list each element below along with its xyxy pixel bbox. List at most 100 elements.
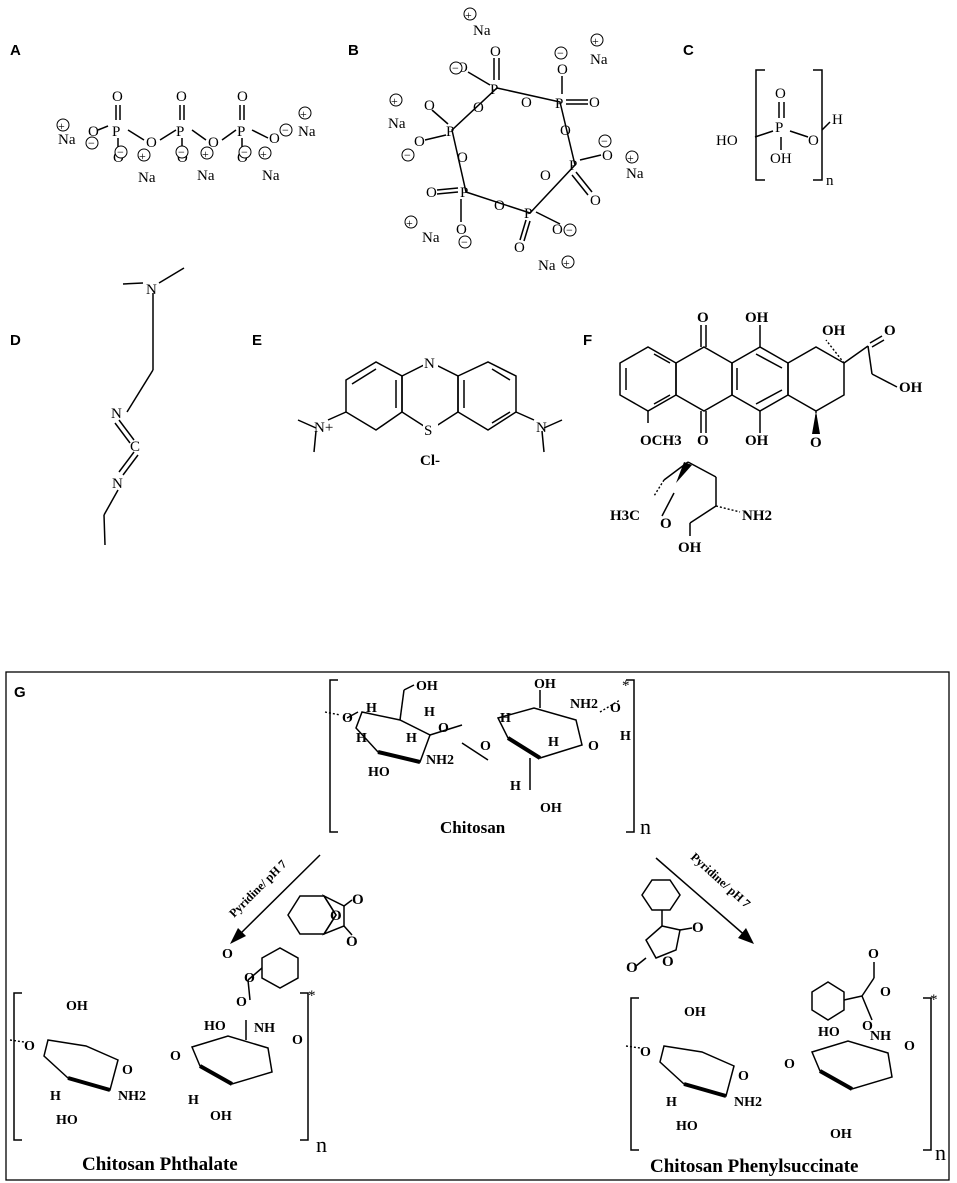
svg-text:O: O	[352, 892, 364, 908]
svg-text:O: O	[784, 1057, 795, 1072]
svg-text:H: H	[620, 729, 631, 744]
svg-text:−: −	[88, 136, 95, 150]
svg-text:Na: Na	[422, 230, 440, 246]
svg-text:H: H	[510, 779, 521, 794]
phenylsuccinate-star: *	[930, 992, 938, 1008]
svg-text:O: O	[610, 701, 621, 716]
structure-b: P P P P P P O O O O O O O O O O O O O O …	[388, 7, 644, 274]
chitosan-structure: O OH H H O H H HO NH2 O OH H NH2 O H O H…	[324, 677, 651, 839]
svg-text:O: O	[122, 1063, 133, 1078]
svg-text:OH: OH	[745, 310, 769, 326]
svg-text:H: H	[188, 1093, 199, 1108]
svg-text:−: −	[178, 145, 185, 159]
svg-text:O: O	[775, 86, 786, 102]
svg-text:H: H	[366, 701, 377, 716]
svg-text:−: −	[461, 235, 468, 249]
svg-text:O: O	[738, 1069, 749, 1084]
svg-text:O: O	[480, 739, 491, 754]
svg-text:O: O	[292, 1033, 303, 1048]
svg-text:H: H	[500, 711, 511, 726]
svg-text:O: O	[426, 185, 437, 201]
svg-text:O: O	[88, 124, 99, 140]
svg-text:−: −	[557, 46, 564, 60]
svg-text:P: P	[460, 185, 468, 201]
structure-c: O P HO O OH H n	[716, 69, 843, 189]
svg-text:O: O	[808, 133, 819, 149]
svg-text:O: O	[490, 44, 501, 60]
svg-text:O: O	[236, 995, 247, 1010]
panel-g-frame	[5, 671, 950, 1181]
svg-text:OH: OH	[678, 540, 702, 556]
chitosan-caption: Chitosan	[440, 818, 506, 837]
panel-label-c: C	[683, 42, 694, 59]
svg-text:−: −	[452, 61, 459, 75]
svg-text:O: O	[473, 100, 484, 116]
svg-text:N: N	[112, 476, 123, 492]
svg-text:O: O	[540, 168, 551, 184]
svg-text:N: N	[111, 406, 122, 422]
panel-label-e: E	[252, 332, 262, 349]
svg-text:P: P	[446, 124, 454, 140]
svg-text:Na: Na	[626, 166, 644, 182]
svg-text:P: P	[569, 158, 577, 174]
svg-text:HO: HO	[204, 1019, 226, 1034]
svg-text:O: O	[662, 954, 674, 970]
svg-text:+: +	[406, 216, 413, 230]
panel-label-d: D	[10, 332, 21, 349]
phthalate-star: *	[308, 988, 316, 1004]
svg-text:−: −	[117, 145, 124, 159]
svg-text:O: O	[170, 1049, 181, 1064]
svg-text:HO: HO	[56, 1113, 78, 1128]
panel-label-b: B	[348, 42, 359, 59]
svg-text:+: +	[139, 149, 146, 163]
svg-text:O: O	[552, 222, 563, 238]
svg-text:O: O	[112, 89, 123, 105]
svg-text:NH: NH	[254, 1021, 275, 1036]
svg-text:O: O	[862, 1019, 873, 1034]
svg-text:P: P	[775, 120, 783, 136]
svg-text:O: O	[456, 222, 467, 238]
svg-text:−: −	[566, 223, 573, 237]
svg-text:Na: Na	[388, 116, 406, 132]
structure-e: N S N+ N Cl-	[297, 356, 563, 469]
svg-text:OH: OH	[745, 433, 769, 449]
svg-text:O: O	[330, 908, 342, 924]
svg-text:O: O	[208, 135, 219, 151]
svg-text:Na: Na	[58, 132, 76, 148]
phthalate-n: n	[316, 1132, 327, 1157]
svg-text:H: H	[424, 705, 435, 720]
svg-text:O: O	[557, 62, 568, 78]
svg-text:+: +	[58, 119, 65, 133]
svg-text:O: O	[626, 960, 638, 976]
svg-text:NH2: NH2	[570, 697, 598, 712]
svg-text:O: O	[660, 516, 672, 532]
svg-text:O: O	[346, 934, 358, 950]
svg-text:OH: OH	[822, 323, 846, 339]
chitosan-phthalate-caption: Chitosan Phthalate	[82, 1154, 238, 1175]
svg-text:H: H	[548, 735, 559, 750]
svg-text:NH2: NH2	[734, 1095, 762, 1110]
svg-text:O: O	[560, 123, 571, 139]
svg-text:HO: HO	[818, 1025, 840, 1040]
svg-text:O: O	[868, 947, 879, 962]
svg-text:O: O	[588, 739, 599, 754]
svg-text:OH: OH	[899, 380, 923, 396]
svg-text:+: +	[391, 94, 398, 108]
svg-text:HO: HO	[676, 1119, 698, 1134]
panel-label-a: A	[10, 42, 21, 59]
svg-text:O: O	[904, 1039, 915, 1054]
svg-text:P: P	[490, 82, 498, 98]
svg-text:Na: Na	[138, 170, 156, 186]
svg-text:NH2: NH2	[118, 1089, 146, 1104]
svg-text:O: O	[590, 193, 601, 209]
svg-text:O: O	[602, 148, 613, 164]
svg-text:Na: Na	[197, 168, 215, 184]
svg-text:Na: Na	[590, 52, 608, 68]
svg-text:Na: Na	[538, 258, 556, 274]
svg-text:HO: HO	[368, 765, 390, 780]
svg-text:OH: OH	[540, 801, 562, 816]
svg-text:O: O	[222, 947, 233, 962]
svg-text:O: O	[244, 971, 255, 986]
svg-text:P: P	[112, 124, 120, 140]
